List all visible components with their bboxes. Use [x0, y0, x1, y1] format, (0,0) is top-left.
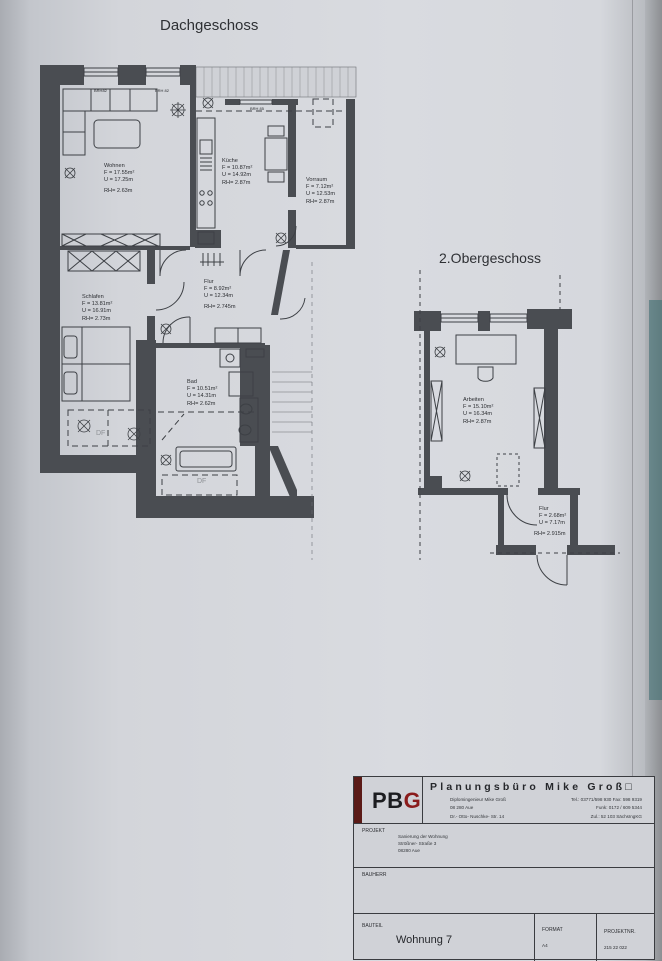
room-label-bad: Bad F = 10.51m² U = 14.31m RH= 2.62m — [187, 379, 218, 407]
skylight-tag: DF — [197, 478, 207, 485]
room-label-arbeiten: Arbeiten F = 15.10m² U = 16.34m RH= 2.87… — [463, 397, 494, 425]
firm-name: Planungsbüro Mike Groß□ — [430, 781, 635, 793]
room-label-flur: Flur F = 8.92m² U = 12.34m RH= 2.745m — [204, 279, 236, 310]
projektnr-cell: PROJEKTNR. 215 22 022 — [596, 914, 656, 961]
dining-table — [264, 125, 288, 183]
vorraum-dashed — [196, 98, 346, 128]
skylight-tag: DF — [96, 430, 106, 437]
plant-icons — [64, 97, 471, 482]
floor-title-attic: Dachgeschoss — [160, 17, 259, 34]
bauteil-cell: BAUTEIL Wohnung 7 — [354, 914, 535, 961]
doors-second — [419, 270, 620, 586]
floor-title-second: 2.Obergeschoss — [439, 250, 541, 266]
desk — [455, 334, 517, 382]
window-tag: BRH 85 — [250, 106, 265, 111]
room-label-wohnen: Wohnen F = 17.55m² U = 17.25m RH= 2.63m — [104, 163, 135, 194]
projektnr-label: PROJEKTNR. — [604, 929, 636, 935]
walls-second — [414, 309, 615, 555]
logo: PBG — [354, 777, 423, 823]
firm-address: Diplomingenieur Mike Groß 08 280 Aue Dr.… — [450, 797, 506, 819]
projekt-label: PROJEKT — [362, 828, 386, 834]
window-tag: BRH82 — [94, 88, 107, 93]
title-block-header: PBG Planungsbüro Mike Groß□ Diplomingeni… — [354, 777, 654, 824]
cabinets-second — [430, 380, 546, 487]
skylight-schlafen — [67, 409, 151, 447]
sheet-edge — [632, 0, 633, 960]
room-label-kueche: Küche F = 10.87m² U = 14.92m RH= 2.87m — [222, 158, 253, 186]
bauteil-value: Wohnung 7 — [396, 934, 453, 946]
room-label-flur-og: Flur F = 2.68m² U = 7.17m — [539, 506, 567, 527]
bathroom-fixtures — [175, 348, 265, 472]
format-value: A4 — [542, 943, 548, 948]
windows-attic — [83, 67, 273, 105]
format-cell: FORMAT A4 — [534, 914, 597, 961]
sofa — [62, 88, 158, 156]
bauteil-row: BAUTEIL Wohnung 7 FORMAT A4 PROJEKTNR. 2… — [354, 914, 654, 961]
background-object — [649, 300, 662, 700]
title-block: PBG Planungsbüro Mike Groß□ Diplomingeni… — [353, 776, 655, 961]
format-label: FORMAT — [542, 927, 563, 933]
bad-dashed — [158, 411, 258, 496]
stairs — [272, 262, 313, 560]
cabinets-wohnen — [61, 233, 161, 247]
logo-bar — [354, 777, 362, 823]
kitchen-counter — [196, 117, 216, 245]
projekt-details: Sanierung der Wohnung Strößner- Straße 3… — [398, 834, 448, 853]
room-label-schlafen: Schlafen F = 13.81m² U = 16.91m RH= 2.73… — [82, 294, 113, 322]
balcony — [195, 66, 357, 98]
room-label-flur-og-height: RH= 2.915m — [534, 531, 566, 537]
bauherr-label: BAUHERR — [362, 872, 387, 878]
doors-attic — [155, 225, 306, 344]
projektnr-value: 215 22 022 — [604, 945, 627, 950]
bed — [61, 326, 131, 402]
cabinets-schlafen — [67, 250, 141, 272]
logo-text: PBG — [372, 788, 422, 813]
window-tag: BRH 82 — [155, 88, 170, 93]
walls-attic — [40, 65, 355, 518]
room-label-vorraum: Vorraum F = 7.12m² U = 12.53m RH= 2.87m — [306, 177, 336, 205]
bauherr-row: BAUHERR — [354, 868, 654, 914]
bauteil-label: BAUTEIL — [362, 923, 383, 929]
windows-second — [440, 313, 528, 323]
projekt-row: PROJEKT Sanierung der Wohnung Strößner- … — [354, 824, 654, 868]
firm-contact: Tel.: 03771/598 930 Fax: 598 9319 Funk: … — [570, 797, 642, 819]
background-strip — [645, 0, 662, 960]
